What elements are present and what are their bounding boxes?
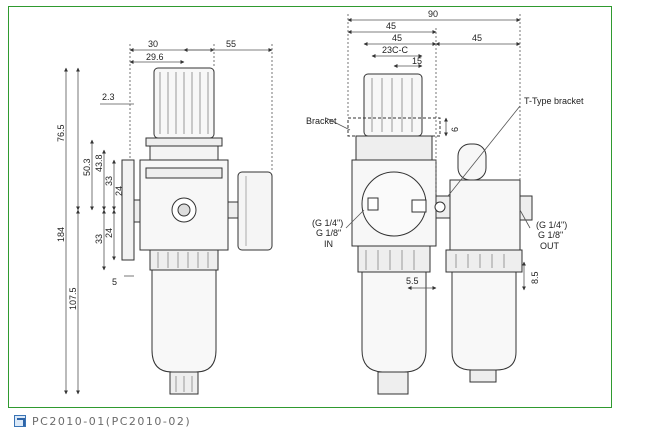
dim-2-3: 2.3 xyxy=(102,92,115,102)
dim-24-top: 24 xyxy=(114,186,124,196)
right-dimensions xyxy=(325,14,531,291)
out-port-label-2: G 1/8" xyxy=(538,230,563,240)
lubricator-bowl xyxy=(451,271,517,371)
left-dimension-labels: 30 29.6 55 2.3 5 76.5 50.3 43.8 33 24 33… xyxy=(56,39,236,310)
in-port-label-2: G 1/8" xyxy=(316,228,341,238)
dim-43-8: 43.8 xyxy=(94,154,104,172)
dim-33-top: 33 xyxy=(104,176,114,186)
filter-bowl xyxy=(151,269,217,373)
pressure-gauge xyxy=(237,171,273,251)
dim-33-bottom: 33 xyxy=(94,234,104,244)
dim-29-6: 29.6 xyxy=(146,52,164,62)
dim-184: 184 xyxy=(56,227,66,242)
dim-24-bottom: 24 xyxy=(104,228,114,238)
caption-bar: PC2010-01(PC2010-02) xyxy=(14,413,191,429)
external-link-icon[interactable] xyxy=(14,415,26,427)
dim-45-inner: 45 xyxy=(392,33,402,43)
dim-5: 5 xyxy=(112,277,117,287)
dim-23c-c: 23C-C xyxy=(382,45,409,55)
dim-55: 55 xyxy=(226,39,236,49)
right-unit-drawing xyxy=(347,73,533,395)
right-filter-bowl xyxy=(361,271,427,373)
left-dimensions xyxy=(64,44,273,395)
bracket-label: Bracket xyxy=(306,116,337,126)
dim-45-left: 45 xyxy=(386,21,396,31)
dim-30: 30 xyxy=(148,39,158,49)
dim-76-5: 76.5 xyxy=(56,124,66,142)
dim-107-5: 107.5 xyxy=(68,287,78,310)
right-dimension-labels: 90 45 45 45 23C-C 15 6 5.5 8.5 Bracket T… xyxy=(306,9,584,286)
dim-6: 6 xyxy=(450,127,460,132)
in-port-label-1: (G 1/4") xyxy=(312,218,343,228)
out-port-label-1: (G 1/4") xyxy=(536,220,567,230)
dim-45-right: 45 xyxy=(472,33,482,43)
model-caption: PC2010-01(PC2010-02) xyxy=(32,414,192,428)
dim-15: 15 xyxy=(412,56,422,66)
left-unit-drawing xyxy=(121,67,273,395)
dim-8-5: 8.5 xyxy=(530,271,540,284)
in-label: IN xyxy=(324,239,333,249)
dim-90: 90 xyxy=(428,9,438,19)
dim-50-3: 50.3 xyxy=(82,158,92,176)
lubricator-body xyxy=(449,179,521,251)
lubricator-cap xyxy=(457,143,487,181)
dim-5-5: 5.5 xyxy=(406,276,419,286)
t-type-bracket-label: T-Type bracket xyxy=(524,96,584,106)
out-label: OUT xyxy=(540,241,560,251)
right-regulator-knob xyxy=(363,73,423,137)
